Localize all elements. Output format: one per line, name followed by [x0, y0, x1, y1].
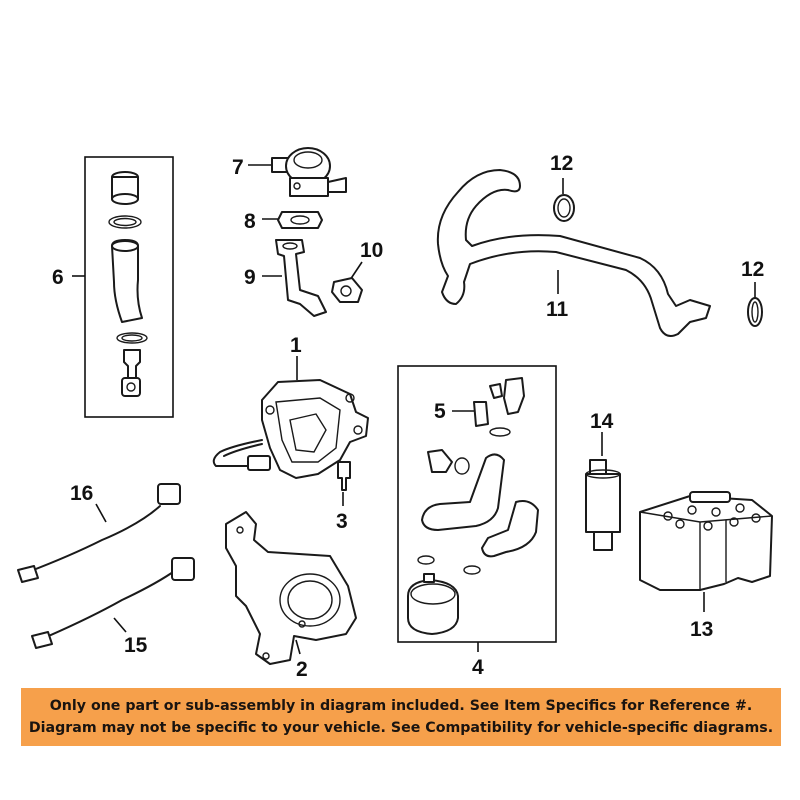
callout-12b: 12 [741, 258, 764, 281]
callout-16: 16 [70, 482, 93, 505]
callout-5: 5 [434, 400, 446, 423]
callout-7: 7 [232, 156, 244, 179]
disclaimer-banner: Only one part or sub-assembly in diagram… [21, 688, 781, 746]
callout-6: 6 [52, 266, 64, 289]
disclaimer-line-1: Only one part or sub-assembly in diagram… [49, 698, 753, 714]
callout-9: 9 [244, 266, 256, 289]
callout-1: 1 [290, 334, 302, 357]
part-8-gasket [262, 211, 323, 229]
callout-13: 13 [690, 618, 713, 641]
part-4-hose-kit [397, 365, 557, 652]
part-12-clamp [553, 178, 763, 327]
disclaimer-line-2: Diagram may not be specific to your vehi… [28, 720, 774, 736]
part-16-oxygen-sensor [17, 483, 181, 583]
part-7-valve [248, 147, 347, 197]
part-15-oxygen-sensor [31, 557, 195, 649]
part-11-hose [436, 169, 711, 337]
part-14-pump [585, 432, 621, 551]
callout-8: 8 [244, 210, 256, 233]
callout-11: 11 [546, 298, 569, 321]
callout-4: 4 [472, 656, 484, 679]
callout-2: 2 [296, 658, 308, 681]
part-6-hose-assembly [72, 156, 174, 418]
part-13-reservoir [639, 491, 773, 612]
part-5-connector [452, 377, 525, 437]
part-1-housing [212, 356, 369, 479]
callout-10: 10 [360, 239, 383, 262]
part-10-gasket [331, 261, 363, 303]
callout-14: 14 [590, 410, 614, 433]
part-3-sensor [337, 461, 351, 506]
callout-12a: 12 [550, 152, 573, 175]
callout-15: 15 [124, 634, 148, 657]
callout-3: 3 [336, 510, 348, 533]
part-2-bracket [225, 511, 357, 665]
part-9-pipe [262, 239, 327, 317]
